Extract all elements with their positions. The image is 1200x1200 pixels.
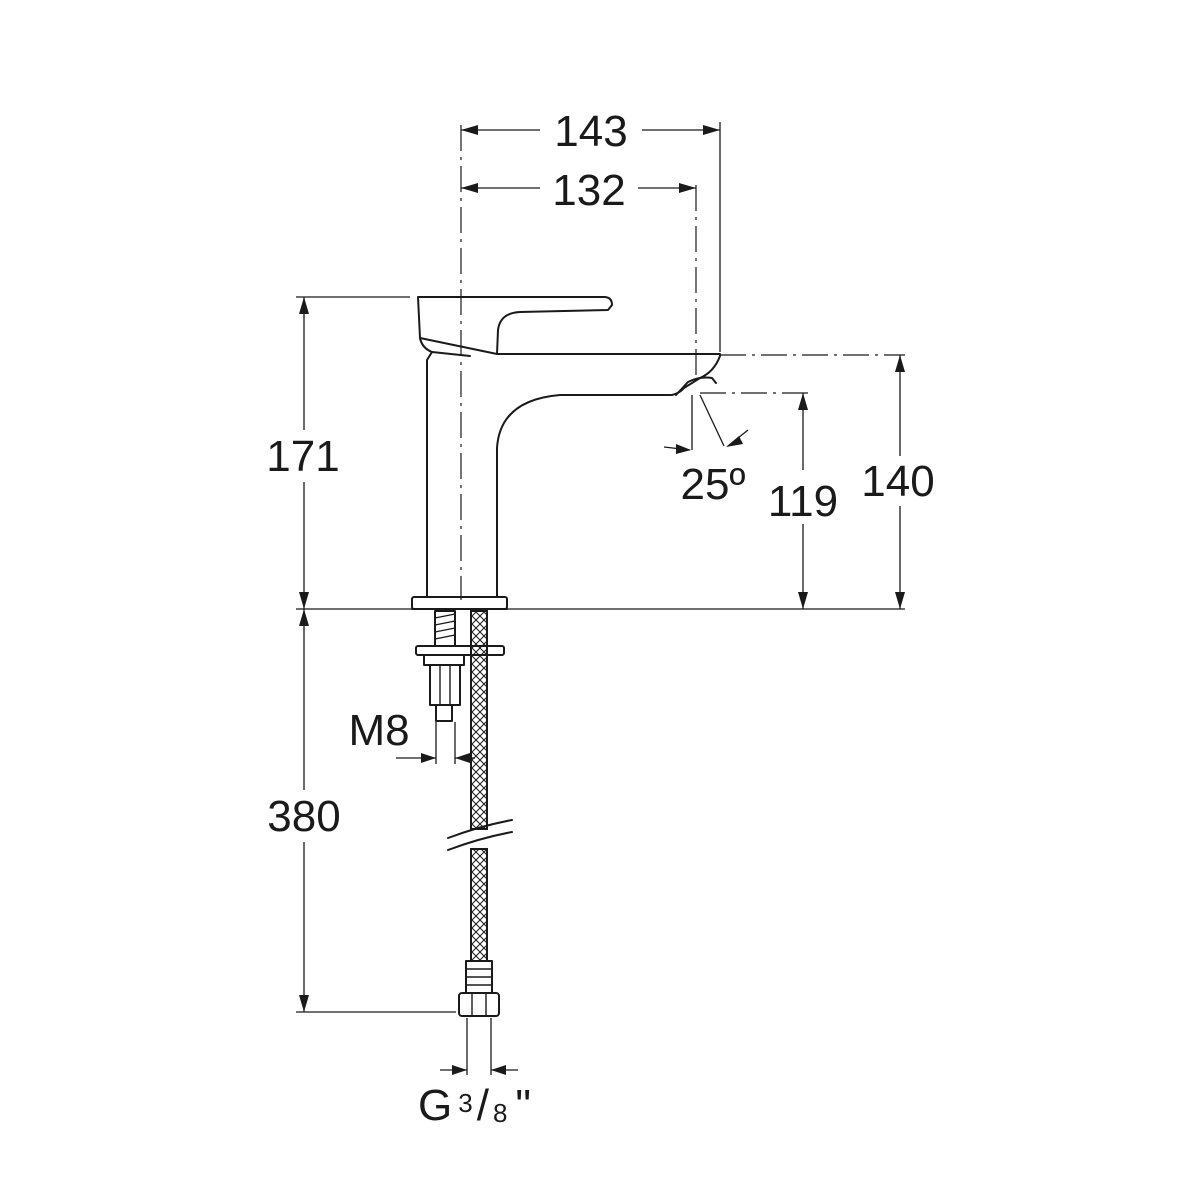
dim-spout-angle: 25º bbox=[680, 460, 745, 509]
hose-braid-upper bbox=[470, 610, 488, 830]
stud-tip bbox=[435, 704, 453, 722]
base-collar bbox=[411, 596, 508, 610]
dim-width-spout: 132 bbox=[552, 166, 625, 215]
nut-hex bbox=[429, 664, 461, 706]
dimension-labels: 143 132 171 140 119 25º 380 M8 G 3 / 8 " bbox=[266, 107, 934, 1130]
dim-width-overall: 143 bbox=[554, 107, 627, 156]
break-mark bbox=[447, 819, 513, 839]
mounting-nut bbox=[423, 654, 465, 666]
flexible-hose bbox=[447, 610, 513, 1017]
connection-suffix: " bbox=[515, 1081, 531, 1130]
dim-stud-thread: M8 bbox=[348, 706, 409, 755]
connection-denominator: 8 bbox=[493, 1098, 507, 1128]
faucet-body bbox=[411, 296, 721, 610]
lever-handle bbox=[417, 296, 613, 355]
hose-connector-nut bbox=[458, 992, 500, 1017]
connection-slash: / bbox=[477, 1081, 490, 1130]
spout-body bbox=[426, 351, 721, 598]
dim-height-total: 171 bbox=[266, 432, 339, 481]
connection-numerator: 3 bbox=[458, 1088, 472, 1118]
dim-height-spout-top: 140 bbox=[861, 457, 934, 506]
dim-height-outlet: 119 bbox=[768, 477, 838, 526]
hose-braid-lower bbox=[470, 848, 488, 962]
centerlines bbox=[460, 125, 905, 600]
dimension-lines bbox=[296, 122, 905, 1075]
aerator bbox=[675, 376, 717, 396]
dim-hose-length: 380 bbox=[267, 792, 340, 841]
mounting-hardware bbox=[415, 610, 505, 722]
mounting-washer bbox=[415, 645, 505, 656]
dim-connection: G 3 / 8 " bbox=[418, 1081, 531, 1130]
connection-prefix: G bbox=[418, 1081, 452, 1130]
